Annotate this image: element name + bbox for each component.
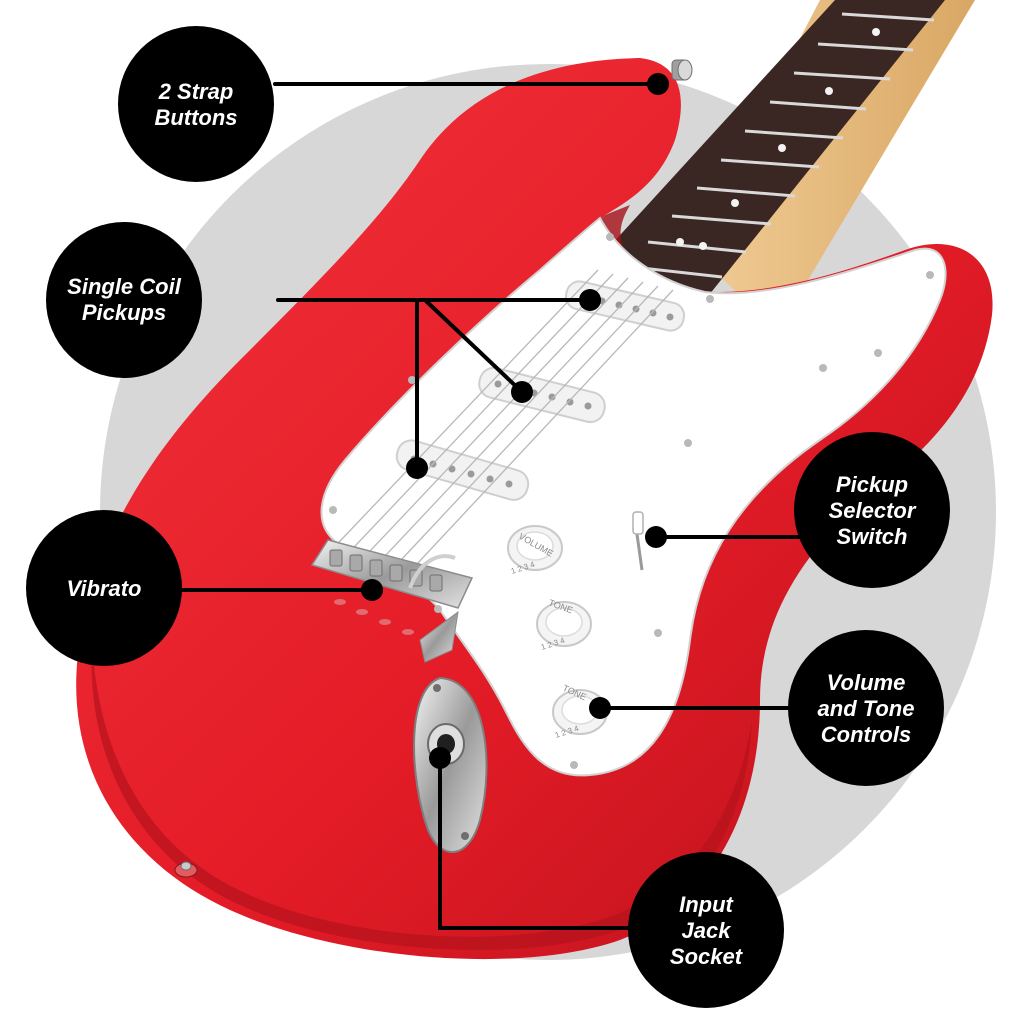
callout-jack-line-3: Socket	[670, 944, 744, 969]
callout-strap-buttons: 2 Strap Buttons	[118, 26, 274, 182]
pickguard-screws	[329, 233, 934, 769]
callout-jack-line-2: Jack	[682, 918, 733, 943]
callout-volume-tone-controls: Volume and Tone Controls	[788, 630, 944, 786]
leader-pickups-middle	[423, 298, 524, 394]
fret-markers	[676, 28, 880, 250]
leader-endpoints	[361, 73, 669, 769]
callout-controls-line-2: and Tone	[818, 696, 915, 721]
callout-jack-line-1: Input	[679, 892, 734, 917]
callout-pickups-line-2: Pickups	[82, 300, 166, 325]
callout-selector-line-2: Selector	[829, 498, 917, 523]
strap-button-bottom	[174, 861, 198, 878]
leader-lines	[178, 82, 802, 930]
callout-strap-buttons-line-2: Buttons	[154, 105, 237, 130]
callout-pickups-line-1: Single Coil	[67, 274, 182, 299]
input-jack	[413, 676, 488, 854]
bridge-pickup	[395, 439, 530, 501]
strings	[321, 269, 674, 581]
callout-vibrato-line-1: Vibrato	[67, 576, 142, 601]
guitar-neck	[590, 0, 975, 300]
callout-pickup-selector-switch: Pickup Selector Switch	[794, 432, 950, 588]
vibrato-bridge	[310, 539, 474, 663]
callout-selector-line-3: Switch	[837, 524, 908, 549]
tone-knob-1: TONE 1 2 3 4	[536, 597, 592, 652]
callout-controls-line-3: Controls	[821, 722, 911, 747]
cutaway-shadow	[599, 205, 650, 278]
callout-input-jack-socket: Input Jack Socket	[628, 852, 784, 1008]
fretboard	[590, 0, 945, 300]
strap-button-top	[671, 59, 693, 81]
pickguard	[320, 216, 947, 777]
callout-controls-line-1: Volume	[827, 670, 906, 695]
leader-pickups-bridge	[415, 298, 427, 470]
leader-input-jack	[438, 756, 638, 930]
callout-selector-line-1: Pickup	[836, 472, 908, 497]
callout-strap-buttons-line-1: 2 Strap	[158, 79, 234, 104]
pickup-selector	[632, 511, 644, 571]
callout-vibrato: Vibrato	[26, 510, 182, 666]
callout-single-coil-pickups: Single Coil Pickups	[46, 222, 202, 378]
